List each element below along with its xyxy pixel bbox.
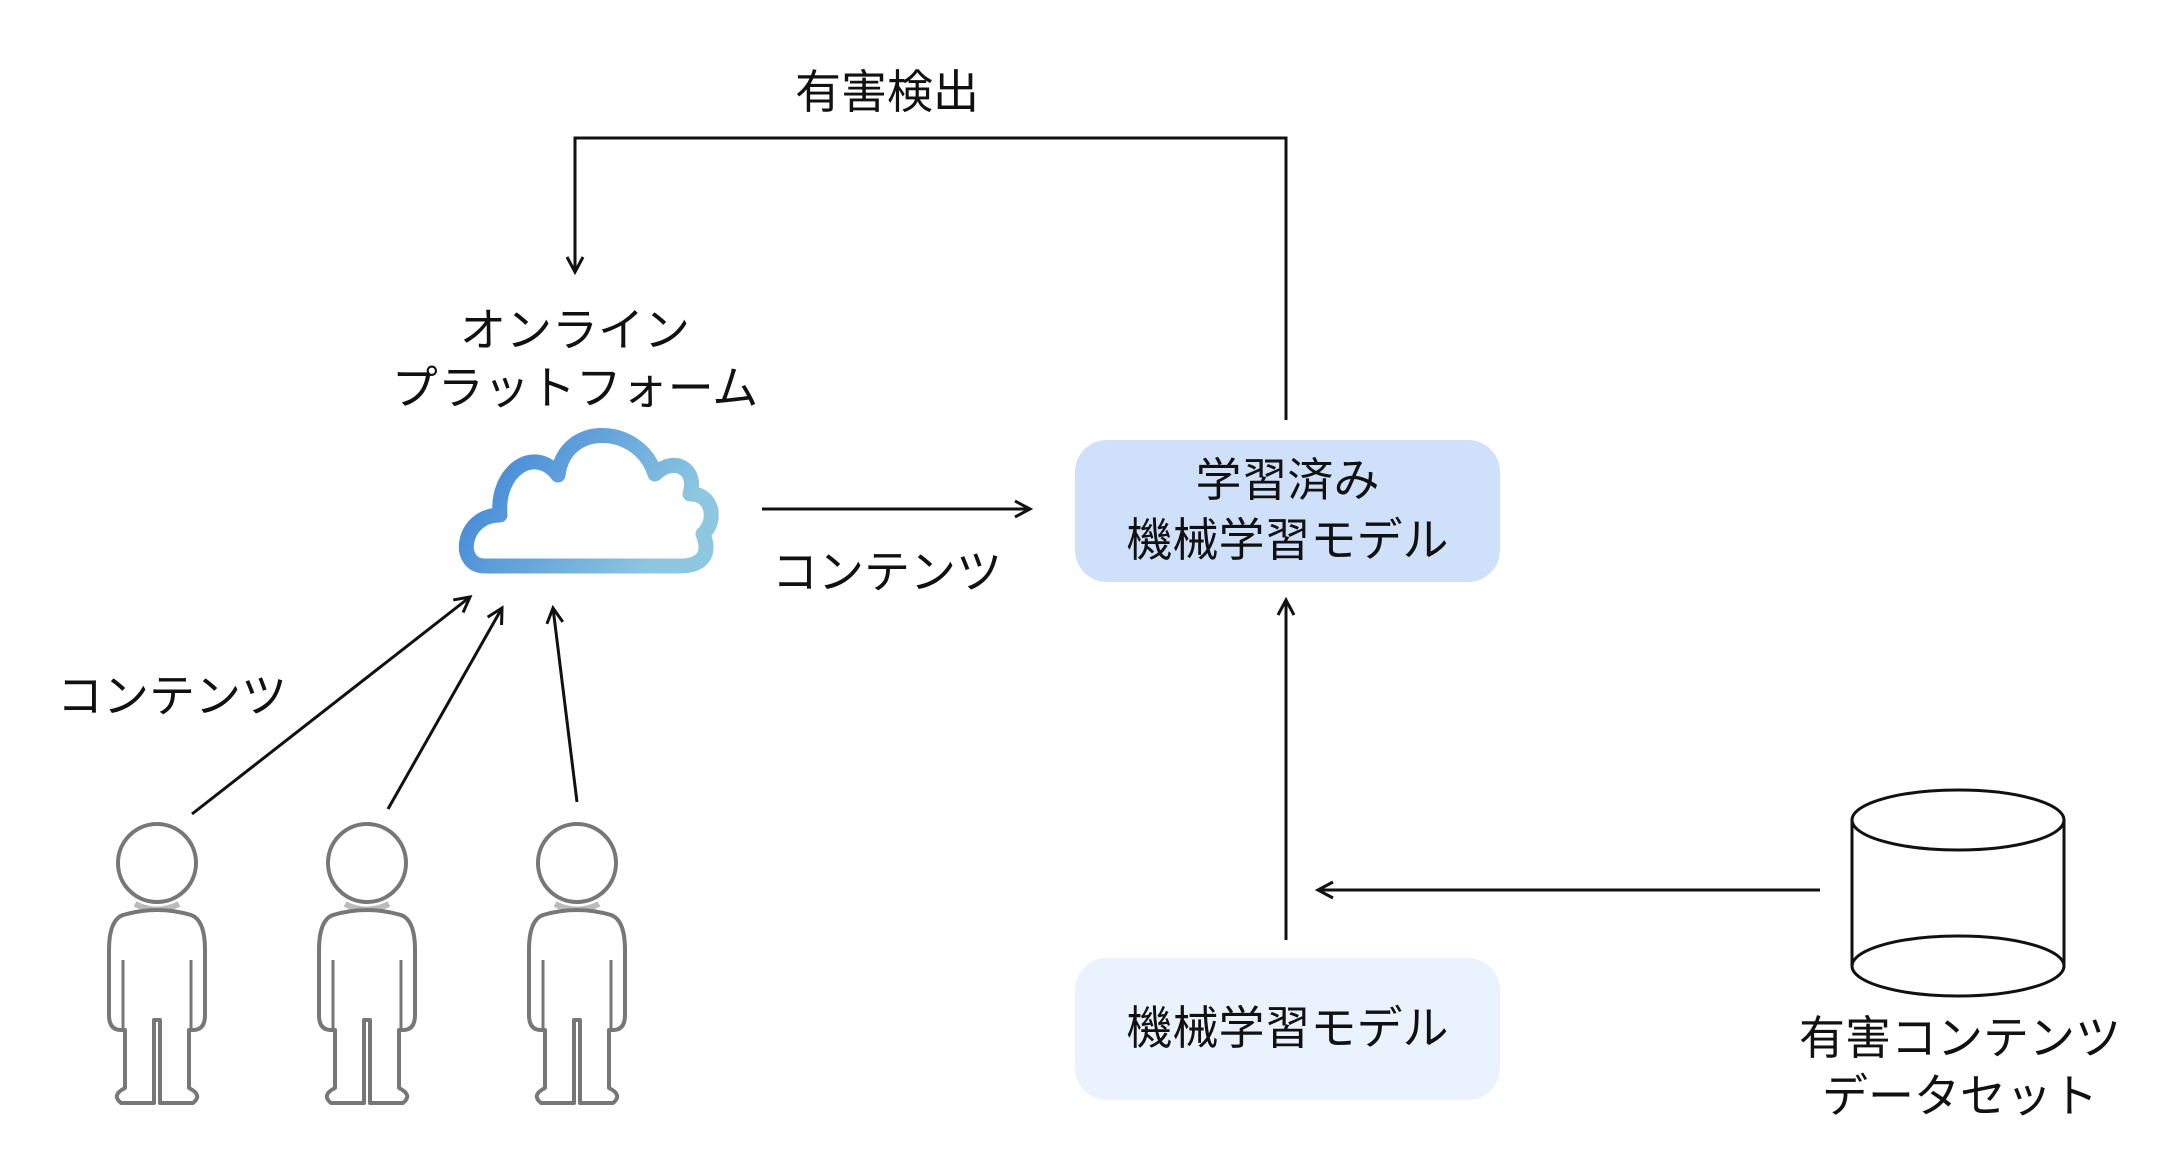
content-to-model-label: コンテンツ <box>772 545 1002 599</box>
database-cylinder-icon <box>1850 788 2066 998</box>
user-3-content-arrow <box>553 608 579 803</box>
dataset-label-line2: データセット <box>1822 1068 2098 1123</box>
trained-model-node: 学習済み 機械学習モデル <box>1075 440 1500 582</box>
user-icon <box>527 822 627 1105</box>
platform-label: オンライン プラットフォーム <box>380 302 770 417</box>
user-icon <box>107 822 207 1105</box>
dataset-label-line1: 有害コンテンツ <box>1799 1011 2121 1065</box>
user-1-content-arrow <box>191 597 470 816</box>
platform-label-line2: プラットフォーム <box>391 360 759 415</box>
dataset-label: 有害コンテンツ データセット <box>1750 1010 2160 1125</box>
harm-detection-arrow <box>575 136 1288 420</box>
content-users-label: コンテンツ <box>57 669 287 723</box>
cloud-icon <box>458 428 719 574</box>
ml-model-node: 機械学習モデル <box>1075 958 1500 1100</box>
harm-detection-label: 有害検出 <box>795 65 979 119</box>
user-icon <box>317 822 417 1105</box>
user-2-content-arrow <box>386 608 502 810</box>
trained-model-line1: 学習済み <box>1195 453 1380 508</box>
trained-model-line2: 機械学習モデル <box>1126 513 1449 567</box>
trained-model-text: 学習済み 機械学習モデル <box>1127 451 1449 571</box>
ml-model-label: 機械学習モデル <box>1126 1001 1449 1056</box>
platform-label-line1: オンライン <box>460 303 690 357</box>
